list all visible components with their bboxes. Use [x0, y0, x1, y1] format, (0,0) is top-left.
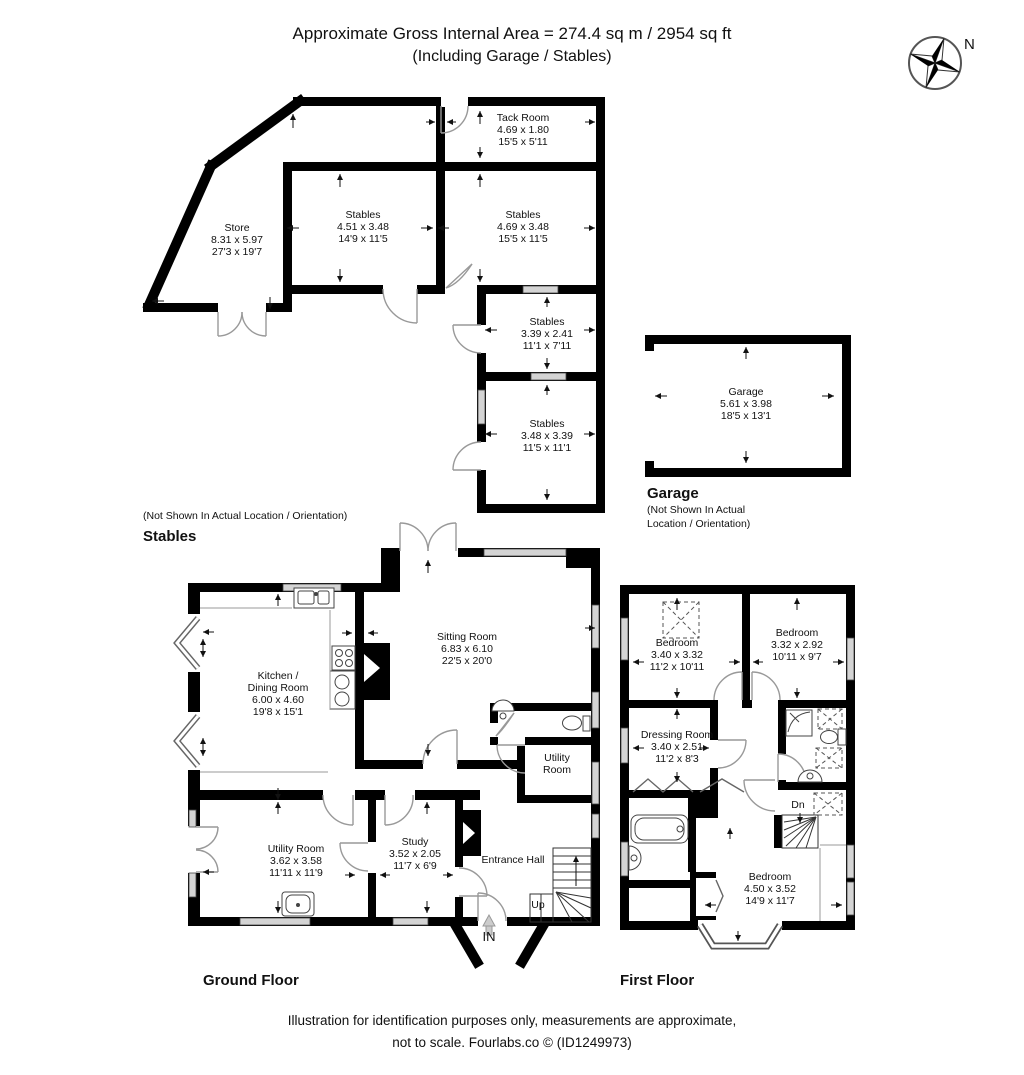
slanted-walls-group [142, 94, 550, 969]
page-title-line2: (Including Garage / Stables) [412, 48, 612, 65]
entrance-arrow-icon [482, 913, 496, 936]
page-title-line1: Approximate Gross Internal Area = 274.4 … [292, 24, 732, 43]
footer-line2: not to scale. Fourlabs.co © (ID1249973) [392, 1035, 632, 1050]
windows-group [188, 285, 855, 926]
stables-section-label: Stables [143, 528, 197, 545]
north-compass-icon [908, 36, 962, 90]
stables-note: (Not Shown In Actual Location / Orientat… [143, 510, 348, 522]
first-floor-label: First Floor [620, 972, 695, 989]
room-label-entrance-hall: Entrance Hall [481, 854, 545, 866]
garage-note-line1: (Not Shown In Actual [647, 504, 746, 516]
compass-north-label: N [964, 36, 975, 53]
dimension-arrows-group [152, 111, 844, 941]
stairs-up-label: Up [531, 899, 545, 911]
fixtures-group [200, 587, 847, 917]
doors-group [195, 105, 807, 922]
garage-note-line2: Location / Orientation) [647, 518, 751, 530]
ground-stairs [529, 847, 592, 923]
stairs-down-label: Dn [791, 799, 805, 811]
entrance-in-label: IN [482, 929, 496, 944]
garage-section-label: Garage [647, 485, 699, 502]
dashed-boxes-group [662, 601, 843, 816]
footer-line1: Illustration for identification purposes… [287, 1013, 737, 1028]
wardrobe-zigzags-group [632, 778, 745, 913]
ground-floor-label: Ground Floor [203, 972, 299, 989]
bay-windows-group [173, 616, 783, 950]
